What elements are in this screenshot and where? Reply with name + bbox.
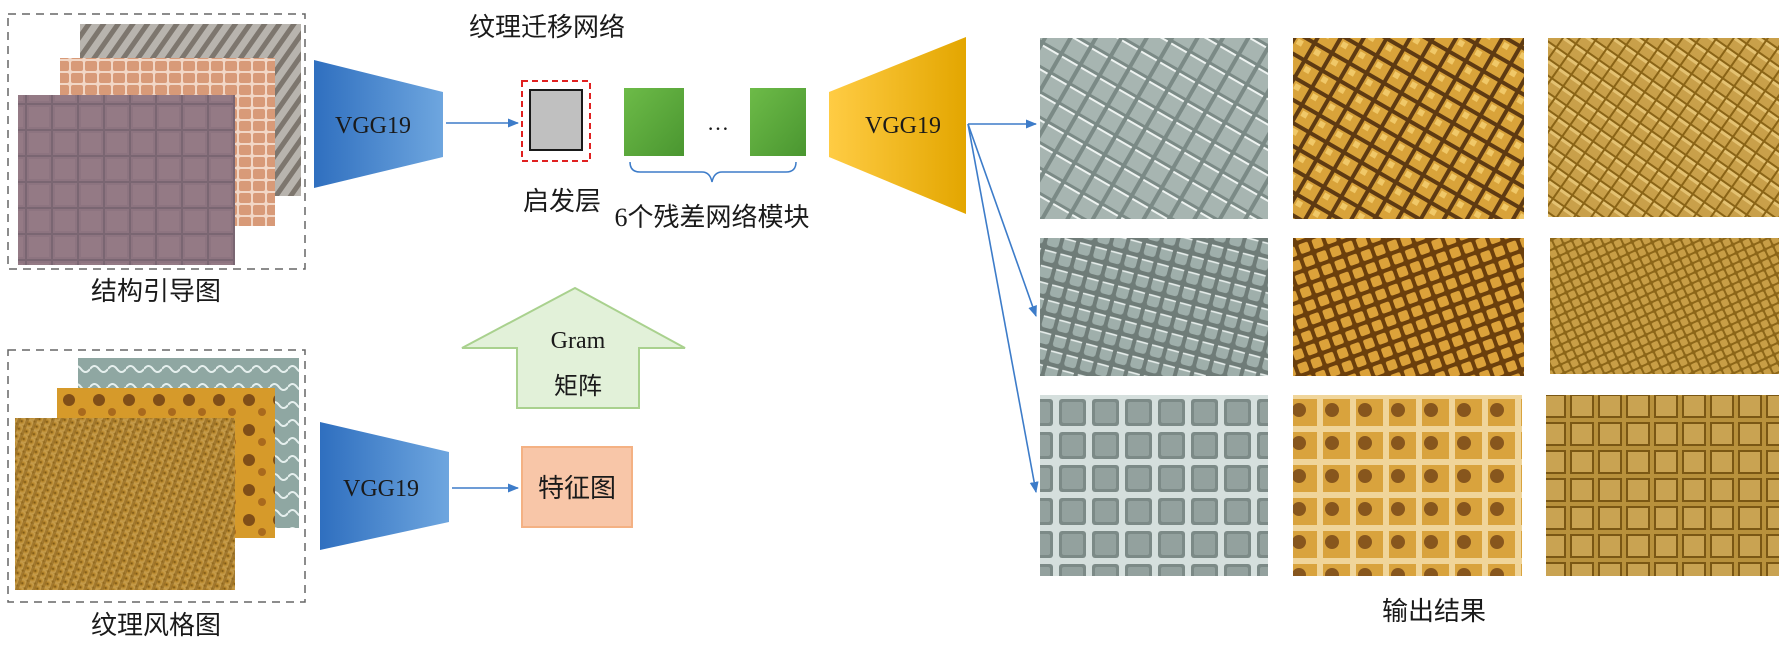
- residual-block-last: [750, 88, 806, 156]
- residual-block-first: [624, 88, 684, 156]
- encoder-top-label: VGG19: [335, 113, 411, 139]
- output-water-grid: [1040, 395, 1268, 576]
- output-gold-arc: [1550, 238, 1779, 374]
- output-label: 输出结果: [1382, 597, 1486, 626]
- output-rust-grid: [1293, 395, 1522, 576]
- feature-map-box: 特征图: [521, 446, 633, 528]
- diagram-title: 纹理迁移网络: [469, 13, 625, 42]
- inception-layer: [521, 80, 591, 162]
- gram-label-line2: 矩阵: [554, 373, 602, 400]
- output-rust-arc: [1293, 238, 1524, 376]
- arrow-decoder-to-row3: [967, 123, 1039, 494]
- texture-style-group: [7, 349, 306, 603]
- gram-label-line1: Gram: [551, 328, 606, 354]
- structure-guide-group: [7, 13, 306, 270]
- output-rust-rhombus: [1293, 38, 1524, 219]
- style-image-spiral: [15, 418, 235, 590]
- decoder-label: VGG19: [865, 113, 941, 139]
- output-grid: [1040, 38, 1779, 576]
- encoder-bottom: VGG19: [320, 422, 449, 550]
- gram-arrow: Gram 矩阵: [461, 286, 686, 409]
- decoder: VGG19: [829, 37, 966, 214]
- structure-guide-label: 结构引导图: [91, 277, 221, 306]
- inception-label: 启发层: [523, 187, 601, 216]
- encoder-top: VGG19: [314, 60, 443, 188]
- residual-label: 6个残差网络模块: [614, 203, 809, 232]
- residual-brace: [629, 161, 797, 183]
- feature-map-label: 特征图: [538, 474, 616, 503]
- arrow-decoder-to-row2: [967, 123, 1037, 318]
- output-water-arc: [1040, 238, 1268, 376]
- residual-ellipsis: …: [707, 110, 729, 135]
- output-gold-grid: [1546, 395, 1779, 576]
- texture-style-label: 纹理风格图: [91, 611, 221, 640]
- structure-image-brick: [18, 95, 235, 265]
- output-water-rhombus: [1040, 38, 1268, 219]
- output-gold-rhombus: [1548, 38, 1779, 217]
- encoder-bottom-label: VGG19: [343, 476, 419, 502]
